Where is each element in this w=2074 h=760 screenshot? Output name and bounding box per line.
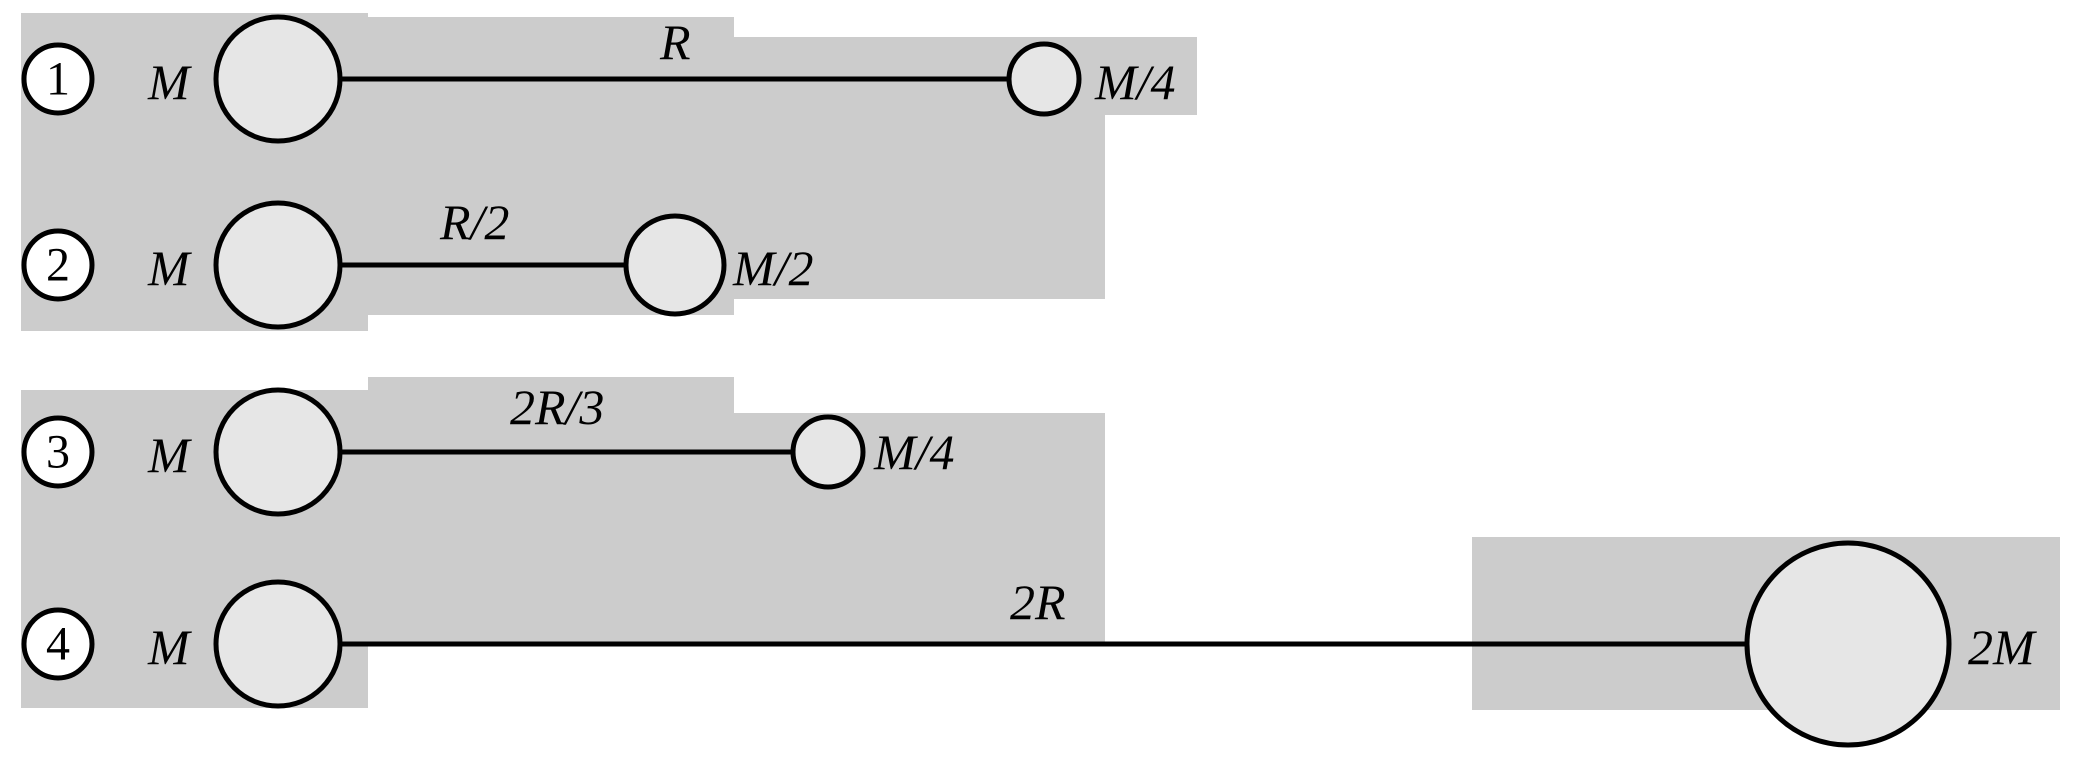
row-number: 3	[46, 426, 70, 479]
left-mass-label: M	[147, 54, 192, 110]
right-mass-label: 2M	[1968, 619, 2037, 675]
system-4: 4 M 2R 2M	[21, 540, 2037, 748]
system-1: 1 M R M/4	[21, 14, 1176, 144]
right-mass-label: M/4	[873, 424, 955, 480]
row-number-badge	[21, 228, 95, 302]
left-mass-label: M	[147, 427, 192, 483]
left-mass	[213, 387, 343, 517]
row-number-badge	[21, 607, 95, 681]
distance-label: 2R/3	[510, 379, 604, 435]
row-number: 1	[46, 53, 70, 106]
system-3: 3 M 2R/3 M/4	[21, 379, 955, 517]
distance-label: R	[659, 14, 691, 70]
left-mass-label: M	[147, 619, 192, 675]
row-number-badge	[21, 42, 95, 116]
right-mass	[1744, 540, 1952, 748]
distance-label: R/2	[439, 194, 509, 250]
right-mass-label: M/2	[732, 240, 814, 296]
left-mass-label: M	[147, 240, 192, 296]
left-mass	[213, 579, 343, 709]
right-mass	[790, 414, 866, 490]
row-number-badge	[21, 415, 95, 489]
system-2: 2 M R/2 M/2	[21, 194, 814, 330]
right-mass	[1006, 41, 1082, 117]
right-mass-label: M/4	[1094, 54, 1176, 110]
left-mass	[213, 200, 343, 330]
row-number: 2	[46, 239, 70, 292]
row-number: 4	[46, 618, 70, 671]
left-mass	[213, 14, 343, 144]
right-mass	[623, 213, 727, 317]
distance-label: 2R	[1010, 574, 1066, 630]
